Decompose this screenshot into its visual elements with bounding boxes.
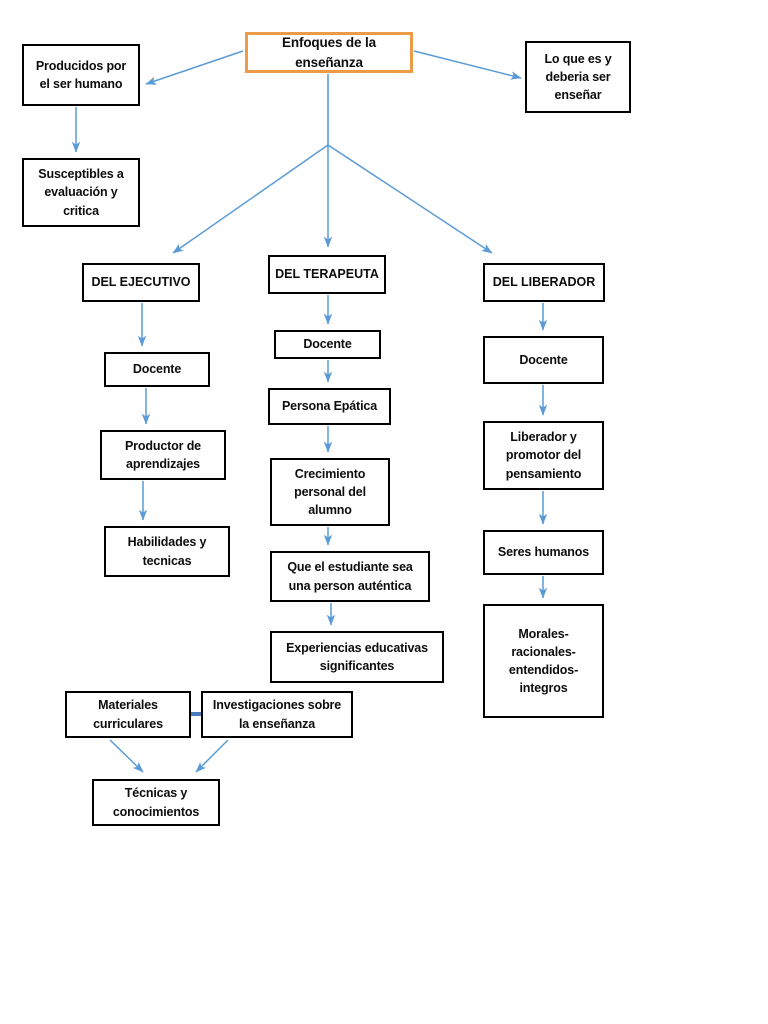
node-label: Liberador y promotor del pensamiento	[505, 430, 582, 481]
node-del-ejecutivo[interactable]: DEL EJECUTIVO	[82, 263, 200, 302]
node-label: Experiencias educativas significantes	[286, 640, 428, 673]
node-label: Susceptibles a evaluación y critica	[38, 167, 124, 218]
edge-materiales-tecnicas	[109, 739, 144, 773]
node-label: DEL LIBERADOR	[492, 275, 596, 290]
node-docente-liberador[interactable]: Docente	[483, 336, 604, 384]
node-root-label: Enfoques de la enseñanza	[282, 34, 376, 70]
node-label: Docente	[303, 337, 352, 352]
node-habilidades-y-tecnicas[interactable]: Habilidades y tecnicas	[104, 526, 230, 577]
node-liberador-y-promotor-del-pensamiento[interactable]: Liberador y promotor del pensamiento	[483, 421, 604, 490]
node-label: Persona Epática	[281, 399, 378, 414]
node-docente-ejecutivo[interactable]: Docente	[104, 352, 210, 387]
edge-root-ejecutivo	[172, 144, 329, 254]
node-label: Docente	[519, 352, 568, 367]
node-lo-que-es-y-deberia-ser-ensenar[interactable]: Lo que es y deberia ser enseñar	[525, 41, 631, 113]
node-label: Productor de aprendizajes	[125, 438, 201, 471]
edge-root-liberador	[327, 144, 493, 254]
node-label: Técnicas y conocimientos	[112, 786, 200, 819]
node-label: Que el estudiante sea una person auténti…	[287, 560, 413, 593]
edge-investigaciones-tecnicas	[195, 739, 229, 773]
node-materiales-curriculares[interactable]: Materiales curriculares	[65, 691, 191, 738]
node-susceptibles-a-evaluacion-y-critica[interactable]: Susceptibles a evaluación y critica	[22, 158, 140, 227]
node-label: Seres humanos	[497, 545, 590, 560]
node-label: Habilidades y tecnicas	[127, 535, 207, 568]
node-label: Producidos por el ser humano	[35, 58, 127, 91]
edge-root-loquees	[413, 50, 522, 80]
node-del-terapeuta[interactable]: DEL TERAPEUTA	[268, 255, 386, 294]
node-del-liberador[interactable]: DEL LIBERADOR	[483, 263, 605, 302]
node-seres-humanos[interactable]: Seres humanos	[483, 530, 604, 575]
node-investigaciones-sobre-la-ensenanza[interactable]: Investigaciones sobre la enseñanza	[201, 691, 353, 738]
node-persona-epatica[interactable]: Persona Epática	[268, 388, 391, 425]
node-experiencias-educativas-significantes[interactable]: Experiencias educativas significantes	[270, 631, 444, 683]
node-label: Lo que es y deberia ser enseñar	[544, 51, 612, 103]
node-tecnicas-y-conocimientos[interactable]: Técnicas y conocimientos	[92, 779, 220, 826]
edge-root-producidos	[145, 50, 244, 85]
node-docente-terapeuta[interactable]: Docente	[274, 330, 381, 359]
node-label: Materiales curriculares	[93, 698, 163, 731]
node-label: Morales- racionales- entendidos- integro…	[508, 626, 579, 696]
node-root[interactable]: Enfoques de la enseñanza	[245, 32, 413, 73]
node-morales-racionales-entendidos-integros[interactable]: Morales- racionales- entendidos- integro…	[483, 604, 604, 718]
node-label: Crecimiento personal del alumno	[294, 466, 366, 518]
node-label: Docente	[132, 362, 182, 377]
node-crecimiento-personal-del-alumno[interactable]: Crecimiento personal del alumno	[270, 458, 390, 526]
node-label: Investigaciones sobre la enseñanza	[212, 698, 342, 731]
node-que-el-estudiante-sea-una-person-autentica[interactable]: Que el estudiante sea una person auténti…	[270, 551, 430, 602]
node-label: DEL TERAPEUTA	[275, 267, 379, 282]
node-productor-de-aprendizajes[interactable]: Productor de aprendizajes	[100, 430, 226, 480]
node-producidos-por-el-ser-humano[interactable]: Producidos por el ser humano	[22, 44, 140, 106]
node-label: DEL EJECUTIVO	[91, 275, 191, 290]
